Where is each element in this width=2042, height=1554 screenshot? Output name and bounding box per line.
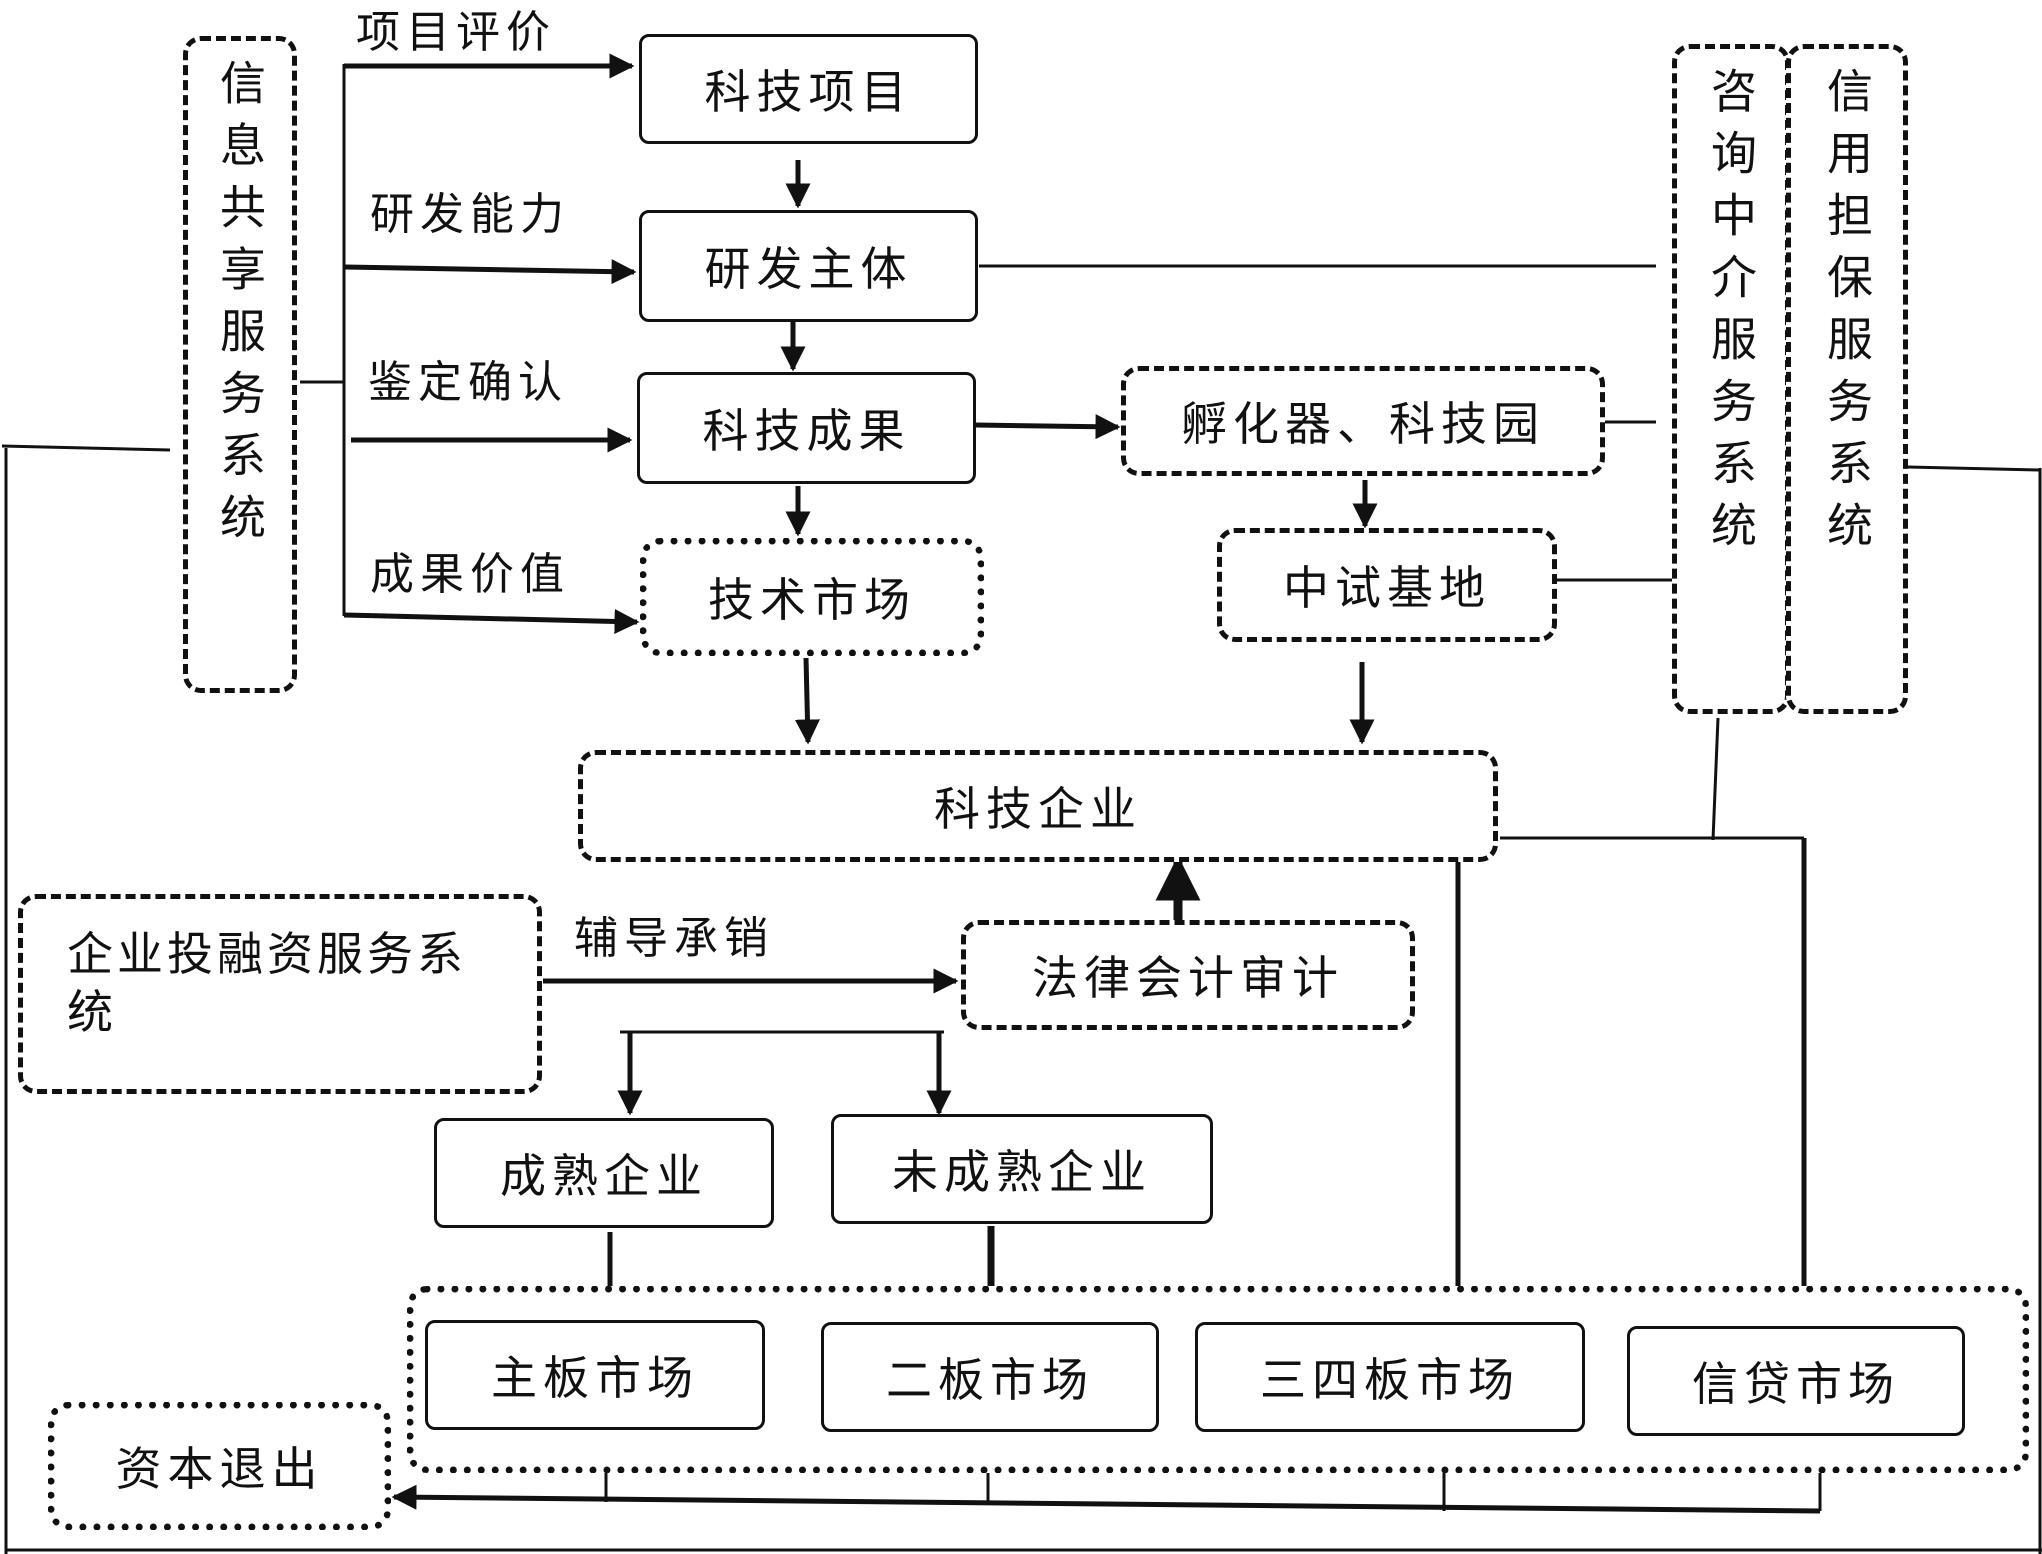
main-board-market-box: 主板市场 (425, 1320, 765, 1430)
tech-enterprise-box: 科技企业 (578, 750, 1498, 862)
label-result-value: 成果价值 (370, 549, 570, 600)
tech-result-box: 科技成果 (637, 372, 976, 484)
consulting-service-system: 咨询中介服务系统 (1672, 44, 1790, 714)
capital-exit-box: 资本退出 (48, 1402, 391, 1530)
arrow-market-to-enterprise (794, 657, 820, 745)
rd-entity-box: 研发主体 (639, 210, 978, 322)
outer-left-stub (1, 444, 171, 452)
arrow-rd-capability (343, 259, 637, 285)
mature-enterprise-box: 成熟企业 (434, 1118, 774, 1228)
credit-market-box: 信贷市场 (1627, 1326, 1965, 1436)
arrow-to-capital-exit (391, 1484, 1821, 1514)
credit-guarantee-system: 信用担保服务系统 (1786, 44, 1908, 714)
pilot-base-box: 中试基地 (1217, 528, 1557, 642)
tech-market-box: 技术市场 (640, 538, 984, 656)
investment-finance-system-box: 企业投融资服务系统 (18, 894, 542, 1094)
third-fourth-board-market-box: 三四板市场 (1195, 1322, 1585, 1432)
legal-accounting-audit-box: 法律会计审计 (961, 920, 1415, 1030)
consulting-down-link (1711, 717, 1720, 841)
label-rd-capability: 研发能力 (370, 189, 570, 240)
arrow-result-to-incubator (975, 414, 1121, 440)
arrow-result-value (343, 608, 640, 634)
outer-right-stub (1907, 465, 2041, 472)
info-sharing-system: 信息共享服务系统 (183, 36, 297, 693)
incubator-box: 孵化器、科技园 (1121, 366, 1605, 476)
label-project-evaluation: 项目评价 (356, 7, 556, 58)
second-board-market-box: 二板市场 (821, 1322, 1159, 1432)
label-guidance-underwriting: 辅导承销 (574, 913, 774, 964)
label-appraisal-confirmation: 鉴定确认 (368, 357, 568, 408)
tech-project-box: 科技项目 (639, 34, 978, 144)
immature-enterprise-box: 未成熟企业 (831, 1114, 1213, 1224)
